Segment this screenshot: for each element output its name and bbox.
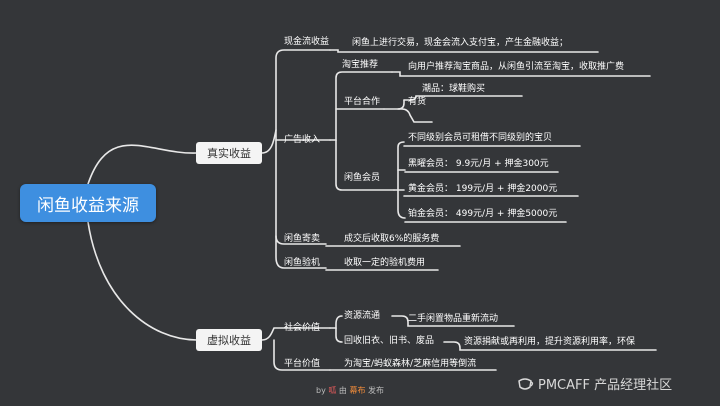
node-virtual-income[interactable]: 虚拟收益 xyxy=(196,329,262,351)
node-social-value[interactable]: 社会价值 xyxy=(284,323,321,333)
node-recycle-desc[interactable]: 资源捐献或再利用，提升资源利用率，环保 xyxy=(464,337,636,347)
node-platform-value[interactable]: 平台价值 xyxy=(284,359,321,369)
node-resource-flow-desc[interactable]: 二手闲置物品重新流动 xyxy=(408,314,499,324)
node-cash-flow-desc[interactable]: 闲鱼上进行交易，现金会流入支付宝，产生金融收益； xyxy=(352,38,569,48)
node-resource-flow[interactable]: 资源流通 xyxy=(344,311,381,321)
node-real-income[interactable]: 真实收益 xyxy=(196,142,262,164)
footer-brand[interactable]: 幕布 xyxy=(349,386,366,395)
node-ads[interactable]: 广告收入 xyxy=(284,135,321,145)
node-inspect-desc[interactable]: 收取一定的验机费用 xyxy=(344,258,426,268)
node-tier-platinum[interactable]: 铂金会员： 499元/月 + 押金5000元 xyxy=(408,209,558,219)
footer-by2: 由 xyxy=(338,386,347,395)
node-membership-desc[interactable]: 不同级别会员可租借不同级别的宝贝 xyxy=(408,133,553,143)
node-platform-value-desc[interactable]: 为淘宝/蚂蚁森林/芝麻信用等倒流 xyxy=(344,359,477,369)
node-tier-gold[interactable]: 黄金会员： 199元/月 + 押金2000元 xyxy=(408,184,558,194)
footer-credit: by 呱 由 幕布 发布 xyxy=(316,385,384,396)
root-node[interactable]: 闲鱼收益来源 xyxy=(20,184,156,222)
watermark: PMCAFF 产品经理社区 xyxy=(516,374,672,393)
node-inspect[interactable]: 闲鱼验机 xyxy=(284,258,321,268)
footer-by: by xyxy=(316,386,326,395)
node-consign-desc[interactable]: 成交后收取6%的服务费 xyxy=(344,234,440,244)
node-recycle[interactable]: 回收旧衣、旧书、废品 xyxy=(344,336,435,346)
watermark-text: PMCAFF 产品经理社区 xyxy=(538,378,673,393)
node-youhuo[interactable]: 有货 xyxy=(408,97,427,107)
node-platform-coop[interactable]: 平台合作 xyxy=(344,97,381,107)
node-tier-obsidian[interactable]: 黑曜会员： 9.9元/月 + 押金300元 xyxy=(408,159,549,169)
footer-publish: 发布 xyxy=(368,386,384,395)
footer-author[interactable]: 呱 xyxy=(328,386,337,395)
pmcaff-logo-icon xyxy=(518,377,534,390)
node-membership[interactable]: 闲鱼会员 xyxy=(344,173,381,183)
node-consign[interactable]: 闲鱼寄卖 xyxy=(284,234,321,244)
node-cash-flow[interactable]: 现金流收益 xyxy=(284,37,330,47)
node-taobao[interactable]: 淘宝推荐 xyxy=(342,60,379,70)
node-taobao-desc[interactable]: 向用户推荐淘宝商品，从闲鱼引流至淘宝，收取推广费 xyxy=(408,62,625,72)
node-youhuo-item[interactable]: 潮品：球鞋购买 xyxy=(422,84,486,94)
